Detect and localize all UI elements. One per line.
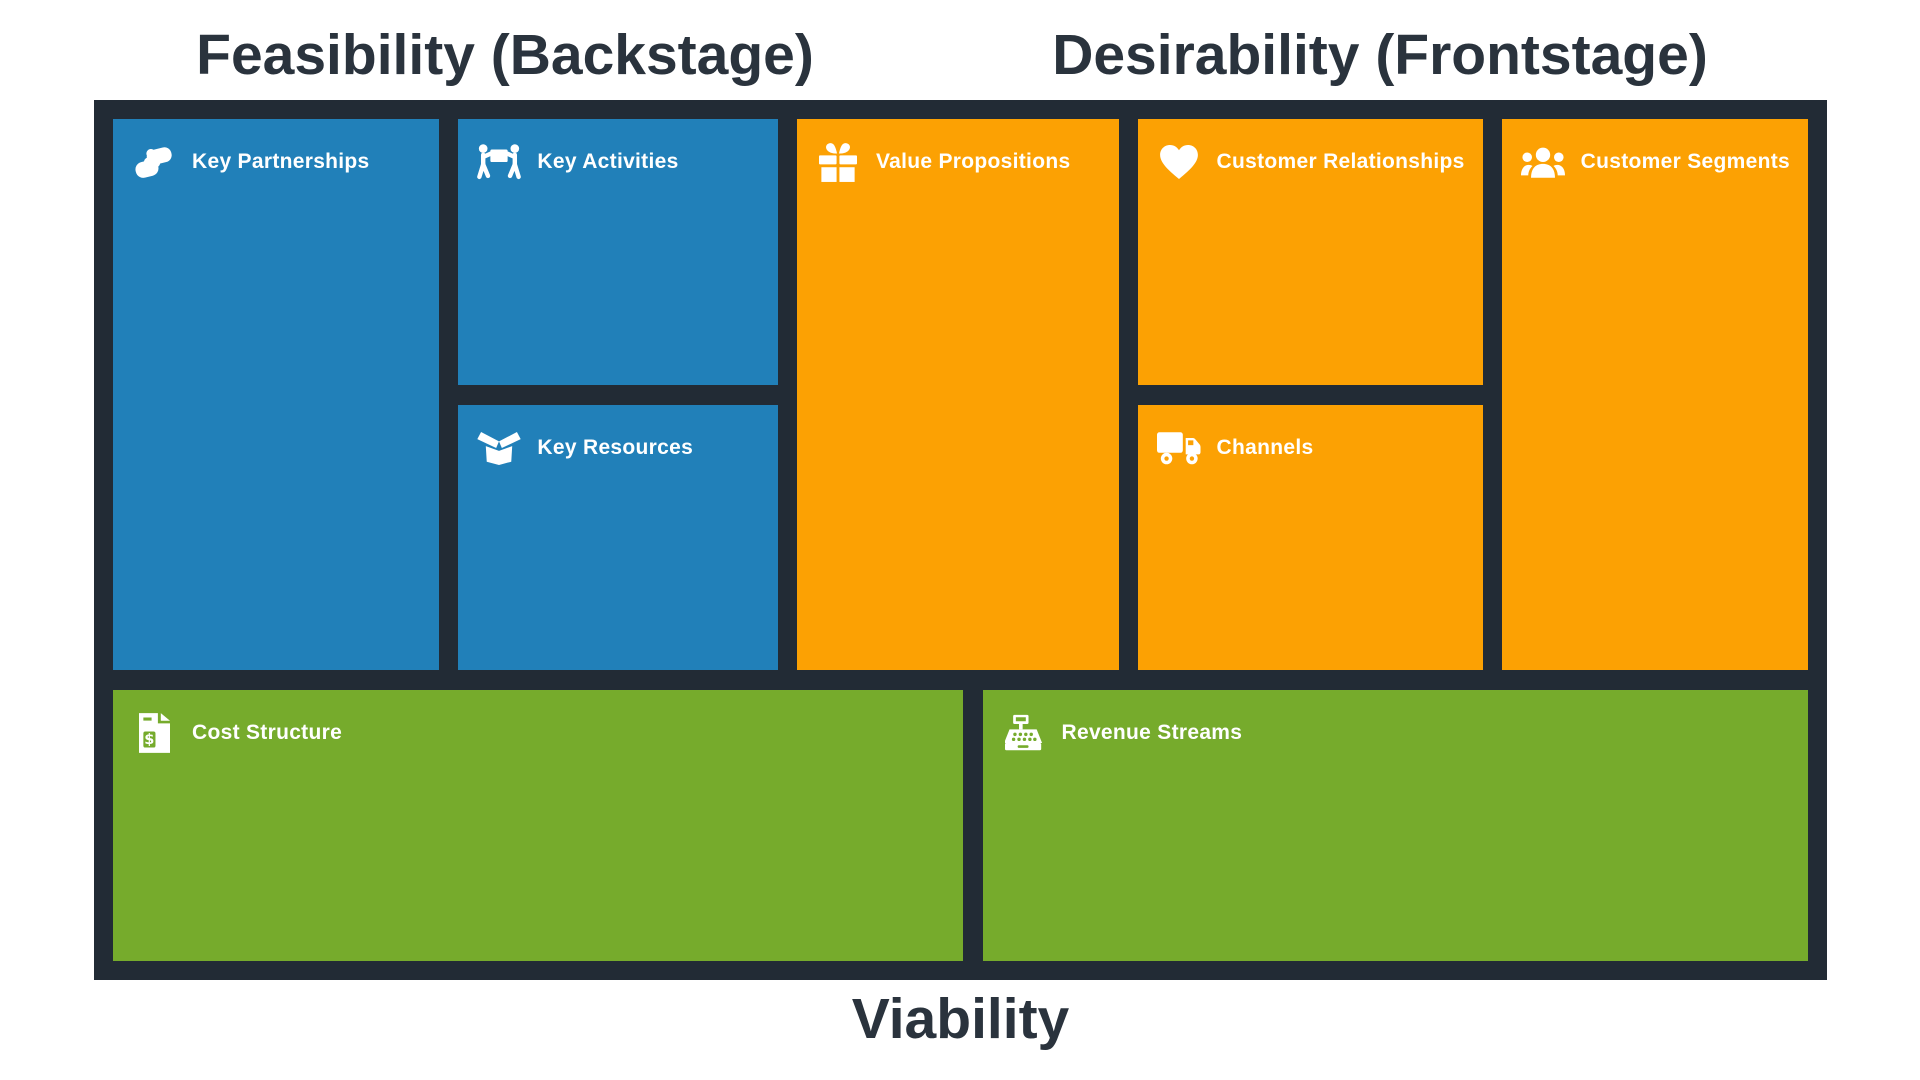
key-activities-block: Key Activities — [458, 119, 778, 385]
heart-icon — [1156, 141, 1202, 183]
block-label: Customer Relationships — [1216, 150, 1465, 173]
block-label: Revenue Streams — [1061, 721, 1243, 744]
key-partnerships-block: Key Partnerships — [113, 119, 440, 670]
block-label: Key Partnerships — [192, 150, 370, 173]
channels-block: Channels — [1137, 405, 1483, 670]
revenue-streams-block: Revenue Streams — [982, 690, 1808, 961]
block-label: Cost Structure — [192, 721, 343, 744]
key-resources-block: Key Resources — [458, 405, 778, 670]
customer-segments-block: Customer Segments — [1501, 119, 1808, 670]
people-carry-icon — [476, 141, 522, 183]
block-label: Key Activities — [537, 150, 679, 173]
canvas-frame: Key Partnerships — [94, 100, 1827, 980]
block-label: Value Propositions — [875, 150, 1071, 173]
cash-register-icon — [1001, 712, 1047, 754]
value-propositions-block: Value Propositions — [796, 119, 1119, 670]
block-label: Customer Segments — [1580, 150, 1790, 173]
svg-text:$: $ — [144, 732, 154, 748]
users-icon — [1520, 141, 1566, 183]
feasibility-heading: Feasibility (Backstage) — [196, 23, 814, 87]
desirability-heading: Desirability (Frontstage) — [1052, 23, 1708, 87]
cost-structure-block: $ Cost Structure — [113, 690, 963, 961]
block-label: Channels — [1216, 436, 1314, 459]
box-open-icon — [476, 427, 522, 469]
viability-row: $ Cost Structure — [113, 690, 1808, 961]
block-label: Key Resources — [537, 436, 694, 459]
gift-icon — [815, 141, 861, 183]
handshake-icon — [131, 141, 177, 183]
truck-icon — [1156, 427, 1202, 469]
customer-relationships-block: Customer Relationships — [1137, 119, 1483, 385]
viability-heading: Viability — [851, 987, 1070, 1051]
file-invoice-dollar-icon: $ — [131, 712, 177, 754]
